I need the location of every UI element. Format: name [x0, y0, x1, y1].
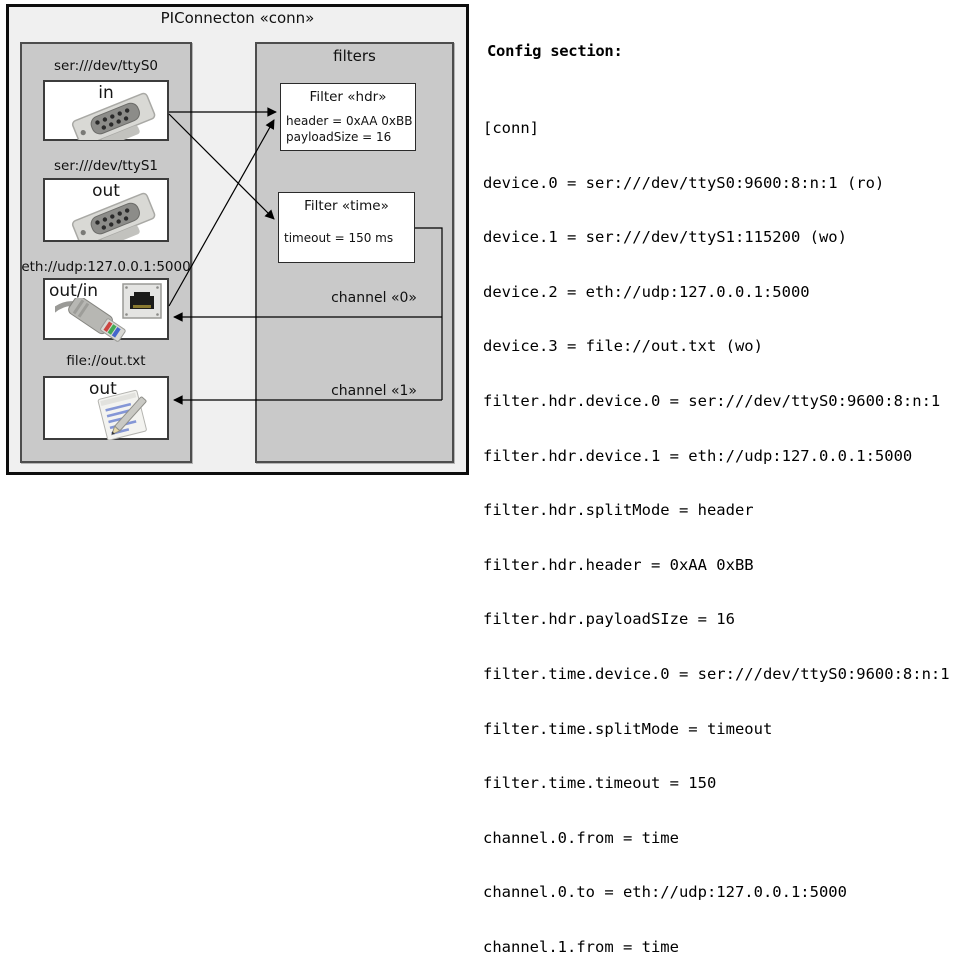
config-line: filter.hdr.device.0 = ser:///dev/ttyS0:9… — [483, 391, 941, 410]
config-line: channel.0.from = time — [483, 828, 679, 847]
config-line: filter.hdr.device.1 = eth://udp:127.0.0.… — [483, 446, 913, 465]
filter-hdr-attr-header: header = 0xAA 0xBB — [286, 114, 413, 128]
filter-hdr-attr-payloadsize: payloadSize = 16 — [286, 130, 392, 144]
config-line: filter.time.timeout = 150 — [483, 774, 717, 793]
serial-connector-icon — [71, 92, 156, 140]
device-label-eth: eth://udp:127.0.0.1:5000 — [21, 259, 191, 275]
serial-connector-icon — [71, 192, 156, 240]
config-heading: Config section: — [487, 42, 623, 61]
diagram-title: PIConnecton «conn» — [160, 9, 315, 27]
device-box-eth: out/in — [43, 278, 169, 342]
device-box-ttyS1: out — [43, 178, 169, 242]
config-line: filter.hdr.payloadSIze = 16 — [483, 610, 735, 629]
config-line: filter.time.splitMode = timeout — [483, 719, 773, 738]
device-port-label: out/in — [49, 281, 99, 301]
config-line: [conn] — [483, 119, 539, 138]
filter-hdr-title: Filter «hdr» — [309, 89, 387, 105]
channel-1-label: channel «1» — [331, 383, 417, 399]
config-line: channel.0.to = eth://udp:127.0.0.1:5000 — [483, 883, 847, 902]
device-box-file: out — [43, 376, 169, 440]
device-port-label: out — [89, 379, 117, 399]
device-label-file: file://out.txt — [66, 353, 146, 369]
device-label-ttyS1: ser:///dev/ttyS1 — [54, 158, 158, 174]
config-section: Config section: [conn] device.0 = ser://… — [483, 6, 961, 968]
device-port-label: in — [98, 83, 114, 103]
device-label-ttyS0: ser:///dev/ttyS0 — [54, 58, 158, 74]
filter-time-attr-timeout: timeout = 150 ms — [284, 231, 394, 245]
config-line: device.0 = ser:///dev/ttyS0:9600:8:n:1 (… — [483, 173, 885, 192]
device-port-label: out — [92, 181, 120, 201]
ethernet-port-icon — [122, 283, 162, 319]
filters-group-title: filters — [333, 47, 376, 65]
notepad-icon — [97, 389, 147, 440]
config-line: channel.1.from = time — [483, 937, 679, 956]
config-line: filter.time.device.0 = ser:///dev/ttyS0:… — [483, 664, 950, 683]
config-line: device.3 = file://out.txt (wo) — [483, 337, 763, 356]
filter-time-title: Filter «time» — [304, 198, 389, 214]
config-line: device.2 = eth://udp:127.0.0.1:5000 — [483, 282, 810, 301]
ethernet-cable-icon — [55, 298, 126, 342]
filter-time-box: Filter «time» timeout = 150 ms — [278, 192, 415, 263]
device-box-ttyS0: in — [43, 80, 169, 141]
config-line: filter.hdr.splitMode = header — [483, 501, 754, 520]
channel-0-label: channel «0» — [331, 290, 417, 306]
config-line: device.1 = ser:///dev/ttyS1:115200 (wo) — [483, 228, 847, 247]
filter-hdr-box: Filter «hdr» header = 0xAA 0xBB payloadS… — [280, 83, 416, 151]
config-line: filter.hdr.header = 0xAA 0xBB — [483, 555, 754, 574]
